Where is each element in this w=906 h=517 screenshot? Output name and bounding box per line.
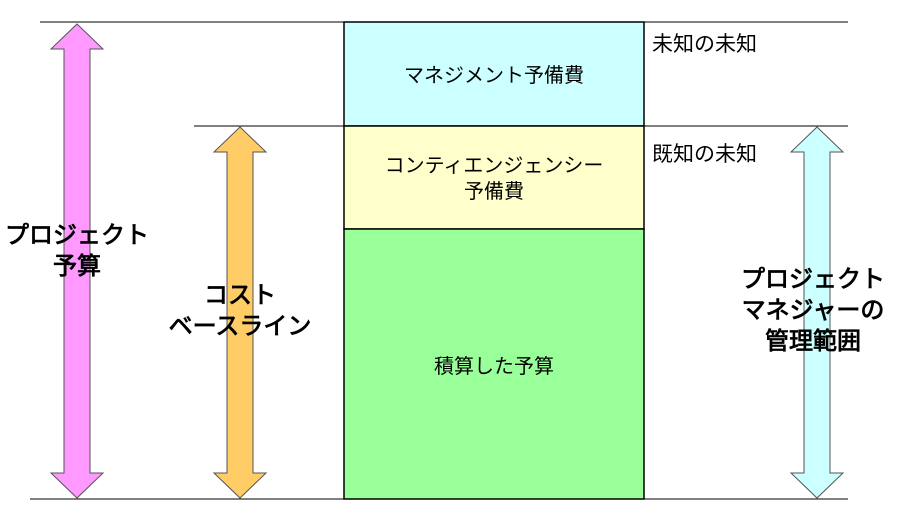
management-reserve-label: マネジメント予備費: [404, 63, 584, 87]
estimated-budget-label: 積算した予算: [434, 354, 554, 378]
cost-baseline-label: コスト ベースライン: [160, 280, 320, 342]
contingency-reserve-label: コンティエンジェンシー 予備費: [344, 152, 644, 204]
unknown-unknowns-label: 未知の未知: [652, 32, 757, 56]
contingency-reserve-label-line1: コンティエンジェンシー: [384, 153, 604, 177]
project-budget-label: プロジェクト 予算: [2, 220, 152, 282]
cost-baseline-label-line1: コスト: [204, 281, 276, 309]
project-budget-label-line1: プロジェクト: [5, 221, 149, 249]
cost-baseline-arrow: [212, 126, 268, 499]
known-unknowns-label: 既知の未知: [652, 142, 757, 166]
pm-scope-label-line2: マネジャーの: [741, 296, 885, 325]
project-budget-label-line2: 予算: [53, 252, 101, 281]
pm-scope-label: プロジェクト マネジャーの 管理範囲: [728, 264, 898, 358]
estimated-budget-block: [343, 228, 645, 500]
project-budget-arrow: [49, 23, 105, 499]
pm-scope-label-line1: プロジェクト: [741, 265, 885, 293]
contingency-reserve-label-line2: 予備費: [464, 179, 524, 203]
pm-scope-arrow: [789, 126, 845, 499]
cost-baseline-label-line2: ベースライン: [168, 312, 312, 341]
pm-scope-label-line3: 管理範囲: [765, 327, 861, 356]
management-reserve-block: [343, 21, 645, 127]
contingency-reserve-block: [343, 125, 645, 230]
